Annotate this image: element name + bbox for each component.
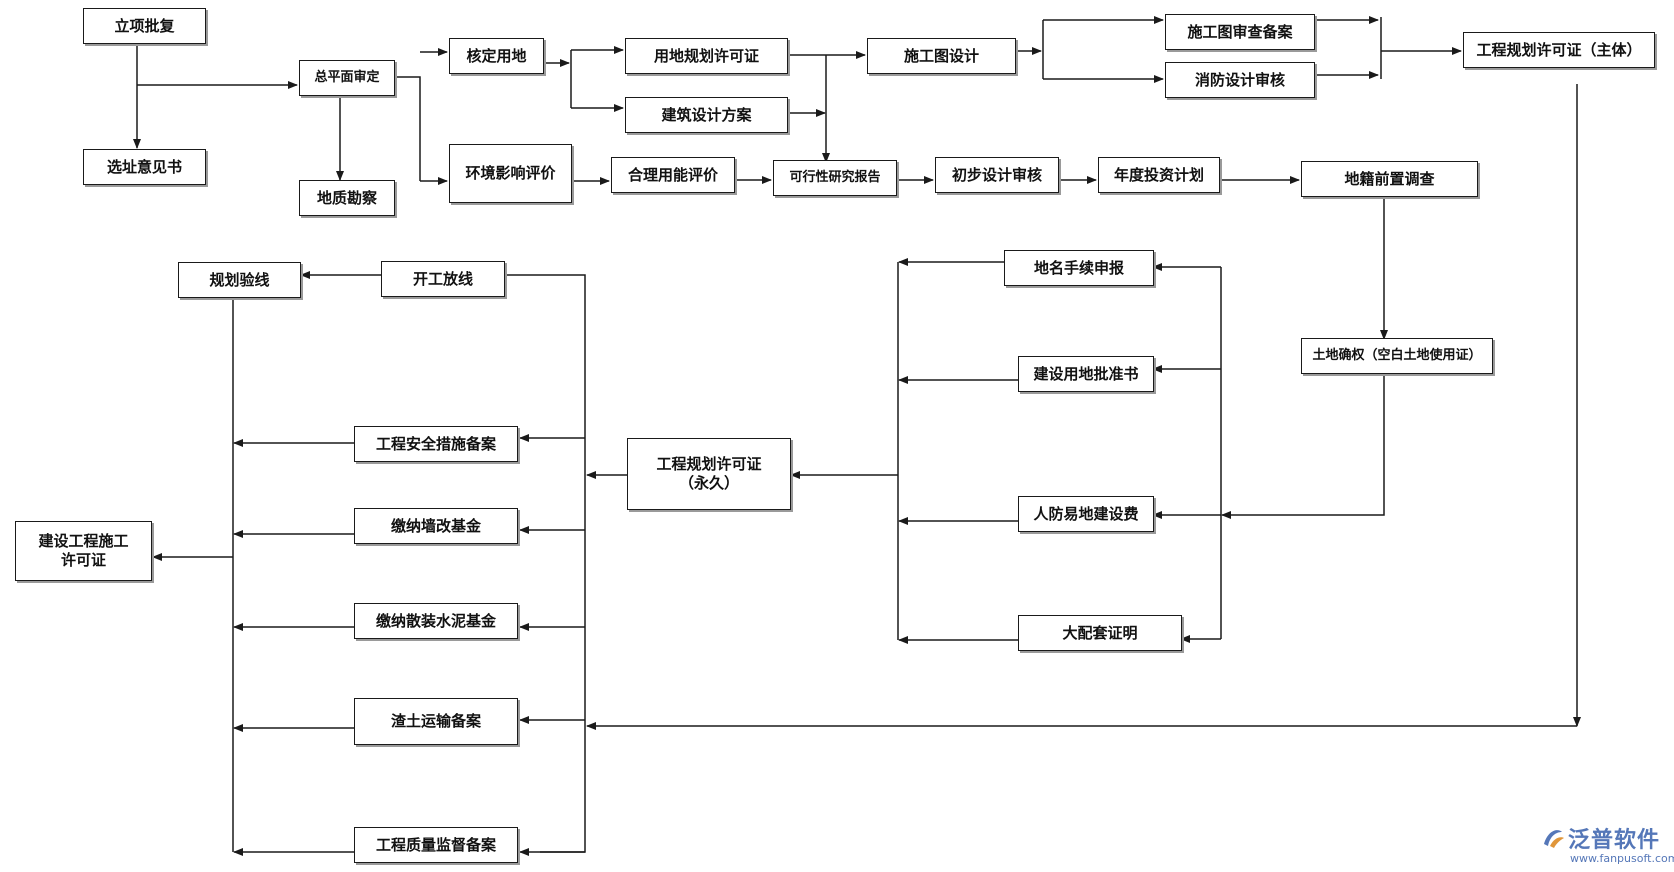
node-verify-land-use: 核定用地 [449,38,544,74]
node-environmental-assessment: 环境影响评价 [449,144,572,203]
watermark-url: www.fanpusoft.com [1570,852,1674,865]
node-civil-defense-fee: 人防易地建设费 [1018,496,1154,532]
watermark-brand: 泛普软件 [1568,828,1661,853]
node-infrastructure-certificate: 大配套证明 [1018,615,1182,651]
node-project-approval: 立项批复 [83,8,206,44]
node-safety-measures-filing: 工程安全措施备案 [354,426,518,462]
node-feasibility-report: 可行性研究报告 [773,160,897,196]
node-place-name-application: 地名手续申报 [1004,250,1154,286]
node-construction-permit: 建设工程施工 许可证 [15,521,152,581]
node-annual-investment-plan: 年度投资计划 [1098,157,1220,193]
node-land-title-confirmation: 土地确权（空白土地使用证） [1301,338,1493,374]
node-energy-evaluation: 合理用能评价 [611,157,735,193]
edge-layout-split [394,76,421,181]
node-wall-reform-fund: 缴纳墙改基金 [354,508,518,544]
node-drawing-review-filing: 施工图审查备案 [1165,14,1315,50]
node-planning-line-verification: 规划验线 [178,262,301,298]
watermark: 泛普软件 www.fanpusoft.com [1540,822,1674,868]
node-architectural-design: 建筑设计方案 [625,97,788,133]
node-slag-transport-filing: 渣土运输备案 [354,698,518,745]
node-geological-survey: 地质勘察 [299,180,395,216]
node-construction-drawing-design: 施工图设计 [867,38,1016,74]
edge-land-right-to-collect [1221,373,1385,519]
node-construction-stakeout: 开工放线 [381,261,505,297]
node-quality-supervision-filing: 工程质量监督备案 [354,827,518,863]
node-main-planning-permit: 工程规划许可证（主体） [1463,32,1655,68]
node-site-opinion: 选址意见书 [83,149,206,185]
fanpu-logo-icon [1544,830,1564,848]
node-land-approval-document: 建设用地批准书 [1018,356,1154,392]
node-land-planning-permit: 用地规划许可证 [625,38,788,74]
node-bulk-cement-fund: 缴纳散装水泥基金 [354,603,518,639]
node-cadastral-survey: 地籍前置调查 [1301,161,1478,197]
node-permanent-planning-permit: 工程规划许可证 （永久） [627,438,791,510]
node-fire-design-review: 消防设计审核 [1165,62,1315,98]
edge-mid-collect-bar [505,274,586,853]
node-preliminary-design-review: 初步设计审核 [935,157,1059,193]
node-master-plan-review: 总平面审定 [299,60,395,96]
